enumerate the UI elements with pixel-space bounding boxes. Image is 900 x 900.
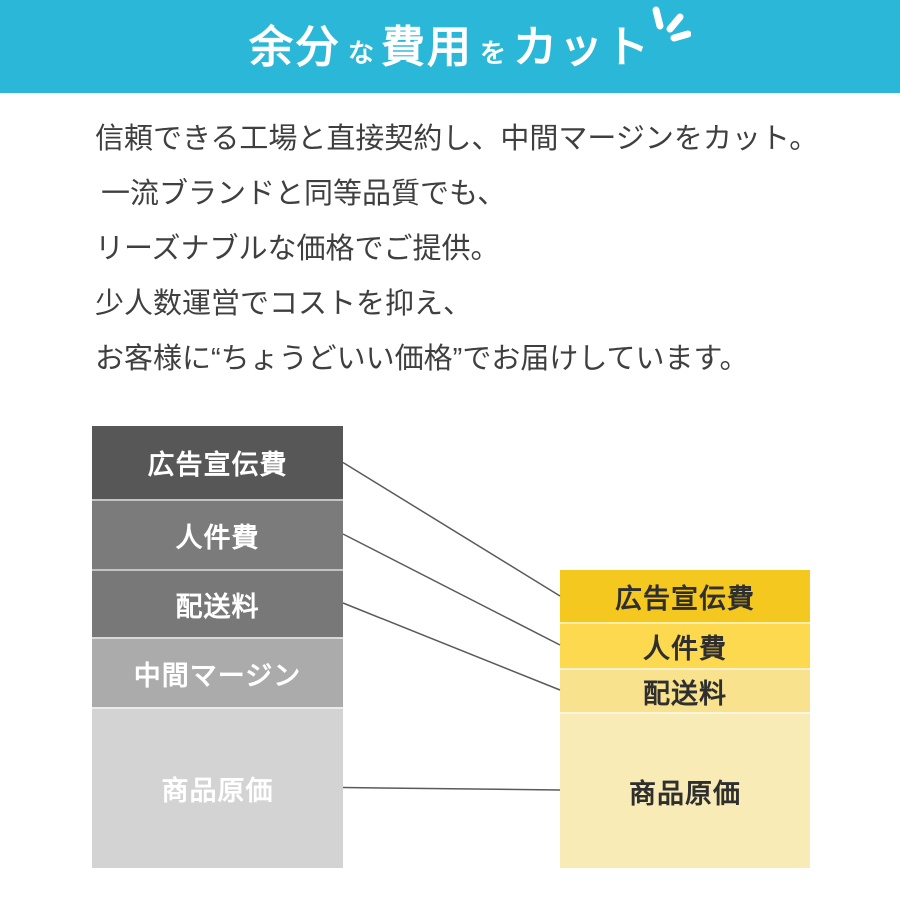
intro-text: 信頼できる工場と直接契約し、中間マージンをカット。 一流ブランドと同等品質でも、… — [95, 112, 865, 387]
segment-label: 人件費 — [643, 633, 727, 664]
intro-line-3: リーズナブルな価格でご提供。 — [95, 233, 500, 265]
price-breakdown-before-bar: 広告宣伝費 人件費 配送料 中間マージン 商品原価 — [92, 426, 343, 868]
connector-line — [342, 602, 561, 691]
intro-line-1: 信頼できる工場と直接契約し、中間マージンをカット。 — [95, 123, 819, 155]
segment-label: 商品原価 — [629, 778, 741, 809]
header-banner: 余分 な 費用 を カット — [0, 0, 900, 93]
cost-segment-shipping-after: 配送料 — [560, 668, 810, 712]
cost-segment-personnel-before: 人件費 — [92, 499, 343, 569]
cost-segment-advertising-after: 広告宣伝費 — [560, 570, 810, 622]
title-particle-wo: を — [480, 38, 507, 68]
segment-label: 広告宣伝費 — [147, 450, 288, 480]
segment-label: 広告宣伝費 — [615, 583, 755, 614]
cost-segment-middleman-margin: 中間マージン — [92, 637, 343, 707]
segment-label: 配送料 — [175, 591, 260, 622]
price-breakdown-after-bar: 広告宣伝費 人件費 配送料 商品原価 — [560, 570, 810, 868]
connector-line — [342, 786, 561, 791]
title-word-hiyou: 費用 — [381, 23, 473, 72]
header-title: 余分 な 費用 を カット — [248, 0, 692, 83]
title-particle-na: な — [347, 38, 374, 68]
segment-label: 人件費 — [175, 522, 260, 553]
intro-line-4: 少人数運営でコストを抑え、 — [95, 288, 473, 320]
cost-segment-shipping-before: 配送料 — [92, 569, 343, 637]
segment-label: 配送料 — [643, 678, 727, 709]
intro-line-5: お客様に“ちょうどいい価格”でお届けしています。 — [95, 343, 749, 375]
segment-label: 商品原価 — [161, 776, 274, 806]
cost-segment-advertising-before: 広告宣伝費 — [92, 426, 343, 499]
connector-line — [342, 533, 561, 646]
title-word-yobun: 余分 — [248, 23, 341, 72]
cost-segment-product-cost-before: 商品原価 — [92, 707, 343, 868]
segment-label: 中間マージン — [133, 660, 302, 691]
cost-segment-personnel-after: 人件費 — [560, 622, 810, 668]
intro-line-2: 一流ブランドと同等品質でも、 — [101, 178, 507, 210]
connector-line — [342, 461, 561, 597]
title-word-cut: カット — [513, 23, 652, 72]
cost-segment-product-cost-after: 商品原価 — [560, 712, 810, 868]
